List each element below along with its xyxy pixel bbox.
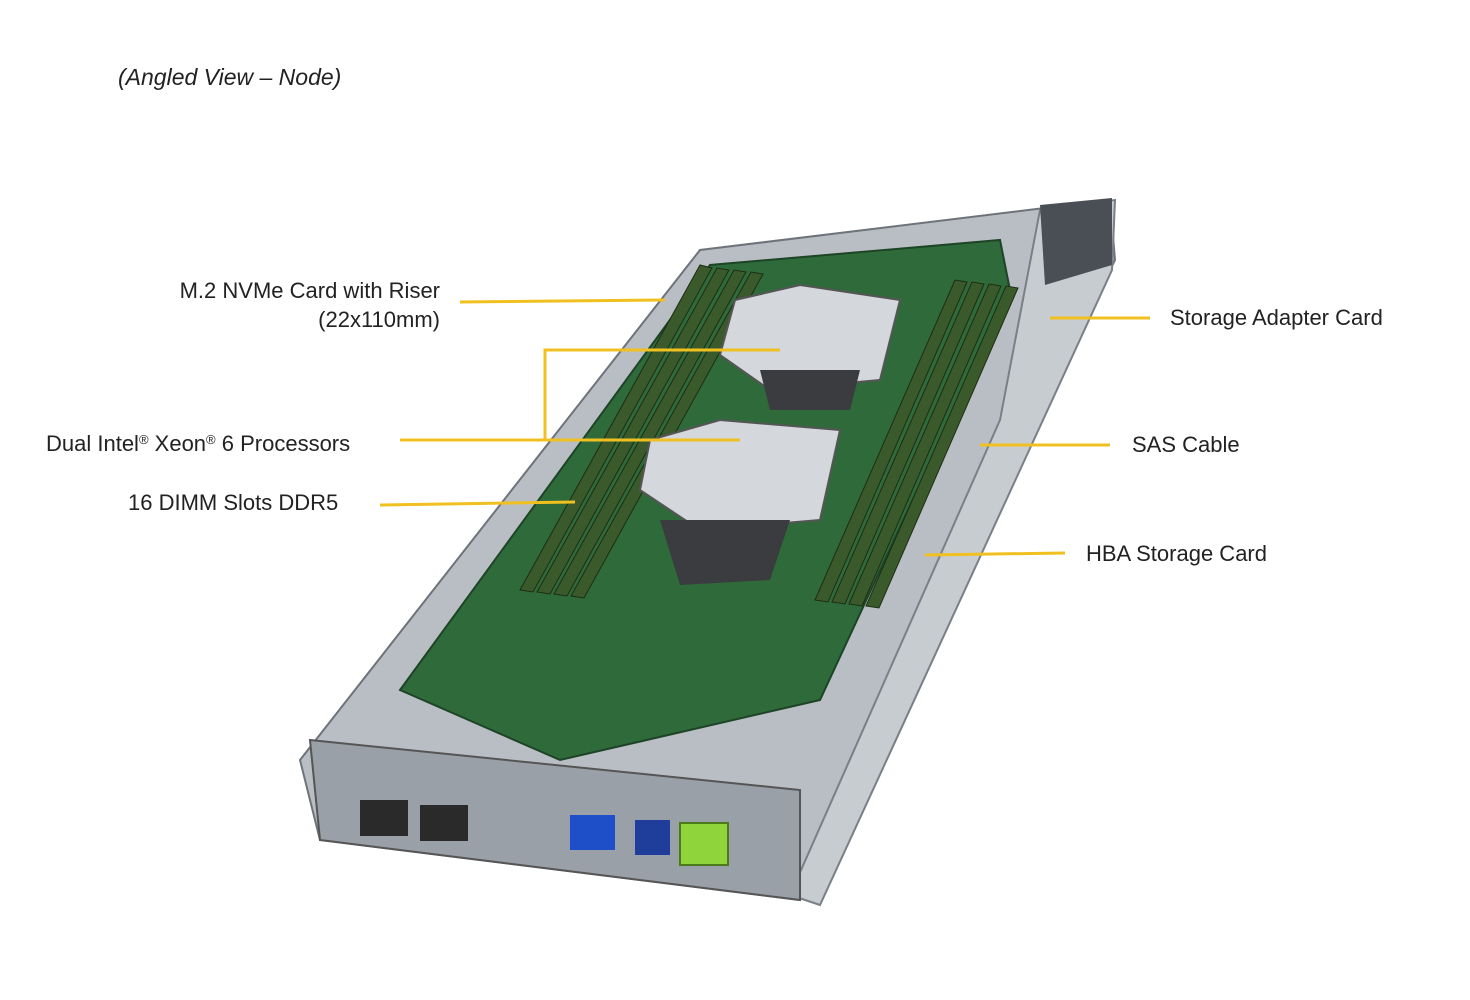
label-m2-line1: M.2 NVMe Card with Riser <box>179 278 440 303</box>
vga-port <box>570 815 615 850</box>
label-m2-line2: (22x110mm) <box>318 307 440 332</box>
label-cpu-pre: Dual Intel <box>46 431 139 456</box>
dimm-bank-right <box>814 279 1019 609</box>
cpu-1-heatsink <box>718 283 902 410</box>
leader-lines <box>379 298 1150 557</box>
side-rail <box>788 198 1117 907</box>
storage-bay <box>1040 198 1112 285</box>
cpu-2-heatsink <box>638 418 842 585</box>
usb-ports <box>635 820 670 855</box>
leader-m2 <box>459 298 666 304</box>
leader-dimm <box>379 500 576 507</box>
rj45-port-1 <box>360 800 408 836</box>
label-cpu-post: 6 Processors <box>215 431 351 456</box>
leader-hba <box>924 551 1066 557</box>
label-cpu: Dual Intel® Xeon® 6 Processors <box>46 425 350 458</box>
label-sas-cable: SAS Cable <box>1132 432 1240 457</box>
rj45-port-2 <box>420 805 468 841</box>
label-cpu-mid: Xeon <box>148 431 207 456</box>
label-m2-nvme: M.2 NVMe Card with Riser (22x110mm) <box>140 276 440 334</box>
label-hba: HBA Storage Card <box>1086 541 1267 566</box>
label-cpu-reg1: ® <box>138 432 149 447</box>
caption: (Angled View – Node) <box>118 64 342 90</box>
leader-cpu <box>400 348 780 442</box>
label-storage-adapter: Storage Adapter Card <box>1170 305 1383 330</box>
label-cpu-reg2: ® <box>206 432 216 447</box>
rear-io-panel <box>308 738 801 902</box>
ipmi-port <box>679 822 729 866</box>
label-dimm: 16 DIMM Slots DDR5 <box>128 490 339 515</box>
